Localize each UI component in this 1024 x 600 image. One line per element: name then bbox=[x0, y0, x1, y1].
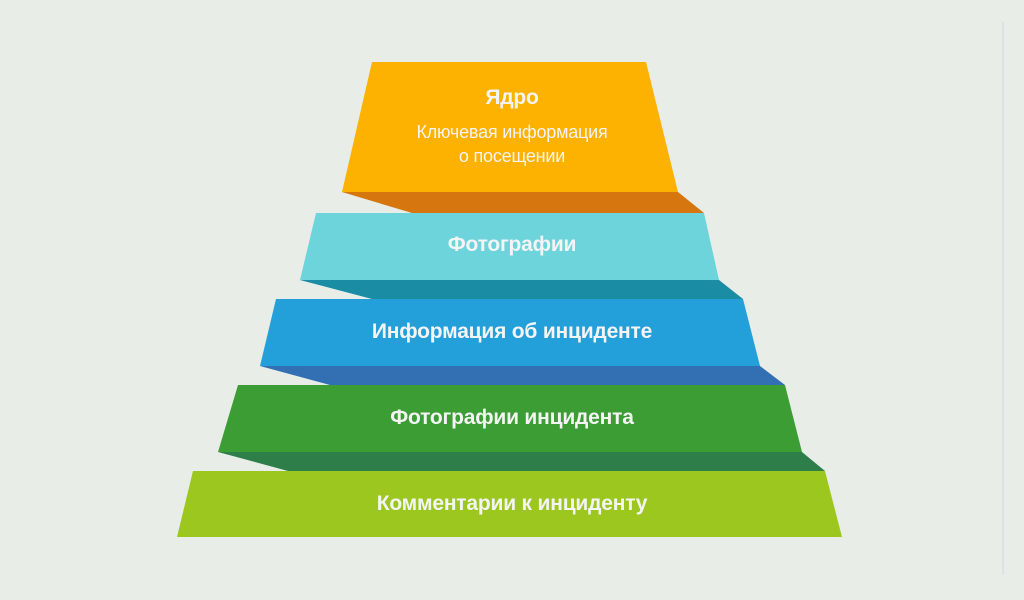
tier-4-incident-photos bbox=[218, 385, 802, 452]
tier-1-shadow bbox=[342, 192, 704, 213]
tier-1-subtitle-line1: Ключевая информация bbox=[416, 122, 608, 142]
tier-1-core bbox=[342, 62, 678, 192]
tier-4-title: Фотографии инцидента bbox=[390, 406, 634, 429]
tier-2-shadow bbox=[300, 280, 743, 299]
tier-3-shadow bbox=[260, 366, 785, 385]
tier-5-incident-comments bbox=[177, 471, 842, 537]
vertical-divider bbox=[1002, 22, 1004, 575]
tier-3-incident-info bbox=[260, 299, 760, 366]
tier-1-title: Ядро bbox=[485, 86, 539, 109]
tier-4-shadow bbox=[218, 452, 825, 471]
tier-2-title: Фотографии bbox=[447, 233, 577, 256]
tier-5-title: Комментарии к инциденту bbox=[376, 492, 648, 515]
tier-1-subtitle-line2: о посещении bbox=[458, 146, 566, 166]
tier-3-title: Информация об инциденте bbox=[371, 320, 653, 343]
tier-2-photos bbox=[300, 213, 719, 280]
